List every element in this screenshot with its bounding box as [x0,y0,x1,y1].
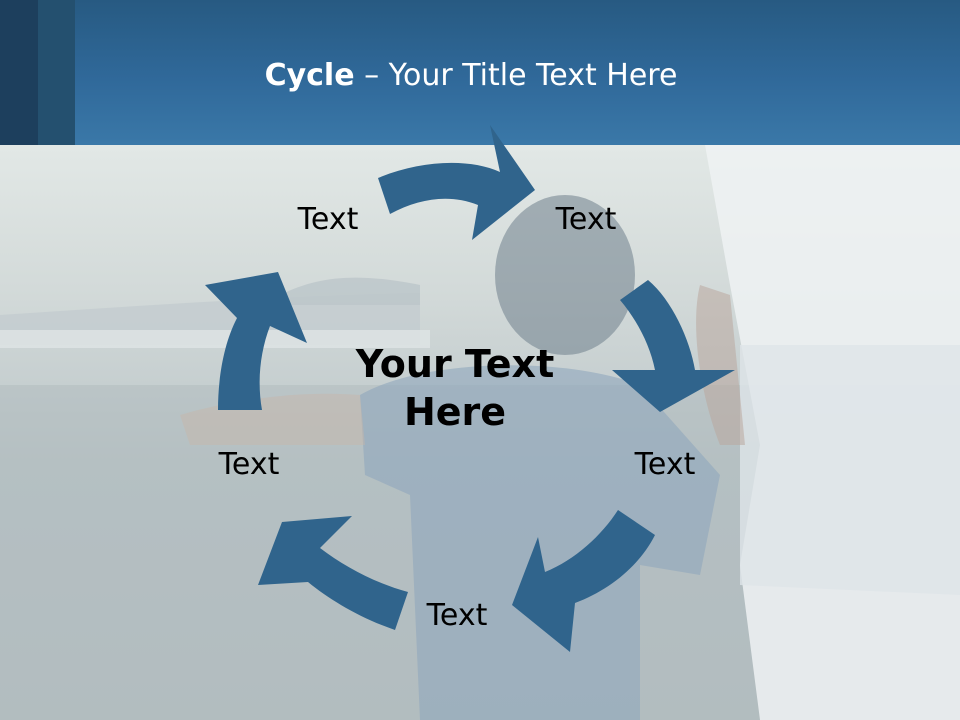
background-photo [0,145,960,720]
cycle-label-right: Text [634,447,696,482]
cycle-label-top-right: Text [555,202,617,237]
slide-title-bold: Cycle [264,58,355,93]
header-band [0,0,960,145]
cycle-arrow-bottom-left [258,516,408,630]
cycle-center-line1: Your Text [355,342,555,386]
cycle-arrow-top [378,125,535,240]
cycle-arrow-bottom-right [512,510,655,652]
cycle-label-top-left: Text [297,202,359,237]
cycle-center-text: Your Text Here [305,340,605,436]
slide-title: Cycle – Your Title Text Here [0,56,942,96]
cycle-arrow-right [612,280,735,412]
cycle-label-left: Text [218,447,280,482]
background-photo-illustration [0,145,960,720]
header-accent-dark [0,0,38,145]
header-accent-mid [38,0,75,145]
cycle-arrow-left [205,272,307,410]
slide-title-rest: – Your Title Text Here [354,58,678,93]
cycle-label-bottom: Text [426,598,488,633]
cycle-center-line2: Here [403,390,507,434]
